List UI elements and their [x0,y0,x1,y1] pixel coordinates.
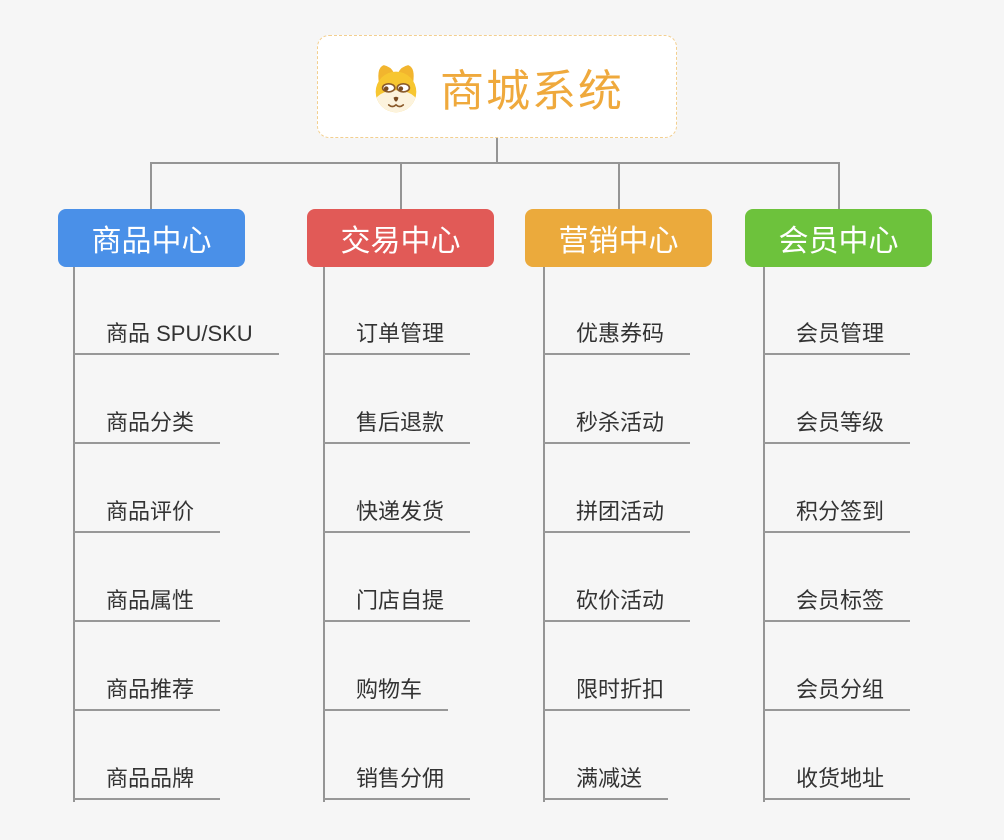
mindmap-item[interactable]: 积分签到 [763,444,911,533]
branch-items-member: 会员管理 会员等级 积分签到 会员标签 会员分组 收货地址 [763,266,911,800]
mindmap-item[interactable]: 快递发货 [323,444,471,533]
mindmap-item[interactable]: 商品分类 [73,355,221,444]
mindmap-item[interactable]: 商品品牌 [73,711,221,800]
branch-node-product-center[interactable]: 商品中心 [58,209,245,267]
mindmap-item[interactable]: 商品属性 [73,533,221,622]
trunk-line-member [763,267,765,802]
mindmap-item[interactable]: 订单管理 [323,266,471,355]
connector-drop-member [838,162,840,209]
mindmap-item[interactable]: 门店自提 [323,533,471,622]
trunk-line-marketing [543,267,545,802]
mindmap-item[interactable]: 拼团活动 [543,444,691,533]
connector-drop-product [150,162,152,209]
mindmap-item[interactable]: 售后退款 [323,355,471,444]
mindmap-item[interactable]: 会员管理 [763,266,911,355]
mindmap-item[interactable]: 商品 SPU/SKU [73,266,279,355]
mindmap-item[interactable]: 会员等级 [763,355,911,444]
mindmap-item[interactable]: 限时折扣 [543,622,691,711]
dog-face-icon [370,61,422,113]
mindmap-item[interactable]: 销售分佣 [323,711,471,800]
mindmap-item[interactable]: 优惠券码 [543,266,691,355]
mindmap-item[interactable]: 商品推荐 [73,622,221,711]
mindmap-item[interactable]: 满减送 [543,711,669,800]
connector-horizontal-bar [150,162,840,164]
root-title: 商城系统 [440,66,624,116]
mindmap-item[interactable]: 秒杀活动 [543,355,691,444]
mindmap-item[interactable]: 收货地址 [763,711,911,800]
connector-drop-trade [400,162,402,209]
trunk-line-trade [323,267,325,802]
connector-root-stub [496,138,498,163]
mindmap-item[interactable]: 购物车 [323,622,449,711]
branch-node-marketing-center[interactable]: 营销中心 [525,209,712,267]
mindmap-item[interactable]: 会员标签 [763,533,911,622]
branch-node-trade-center[interactable]: 交易中心 [307,209,494,267]
mindmap-item[interactable]: 会员分组 [763,622,911,711]
root-node[interactable]: 商城系统 [317,35,677,138]
branch-items-trade: 订单管理 售后退款 快递发货 门店自提 购物车 销售分佣 [323,266,471,800]
branch-items-product: 商品 SPU/SKU 商品分类 商品评价 商品属性 商品推荐 商品品牌 [73,266,279,800]
mindmap-item[interactable]: 商品评价 [73,444,221,533]
mindmap-item[interactable]: 砍价活动 [543,533,691,622]
branch-node-member-center[interactable]: 会员中心 [745,209,932,267]
branch-items-marketing: 优惠券码 秒杀活动 拼团活动 砍价活动 限时折扣 满减送 [543,266,691,800]
connector-drop-marketing [618,162,620,209]
trunk-line-product [73,267,75,802]
